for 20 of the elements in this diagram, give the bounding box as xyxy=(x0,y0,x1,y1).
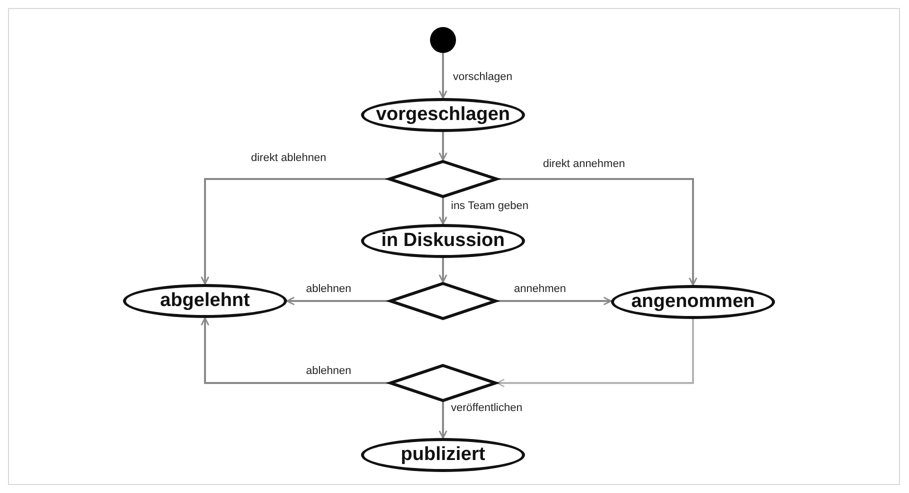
arrow xyxy=(286,296,389,306)
state-label: in Diskussion xyxy=(381,230,505,252)
arrow xyxy=(438,53,448,99)
arrow xyxy=(200,317,389,384)
arrow xyxy=(438,198,448,225)
arrow xyxy=(498,178,698,286)
arrow xyxy=(497,296,612,306)
arrow xyxy=(496,319,694,388)
arrow xyxy=(438,402,448,439)
arrow xyxy=(438,132,448,161)
arrow xyxy=(200,178,388,285)
state-label: abgelehnt xyxy=(160,290,250,312)
edge-label: vorschlagen xyxy=(452,71,514,84)
start-dot xyxy=(430,27,456,53)
decision-diamond xyxy=(389,282,497,320)
edge-label: ins Team geben xyxy=(450,200,530,213)
arrow xyxy=(438,258,448,283)
state-label: publiziert xyxy=(400,444,486,466)
state-label: vorgeschlagen xyxy=(376,104,510,126)
state-label: angenommen xyxy=(631,291,755,313)
